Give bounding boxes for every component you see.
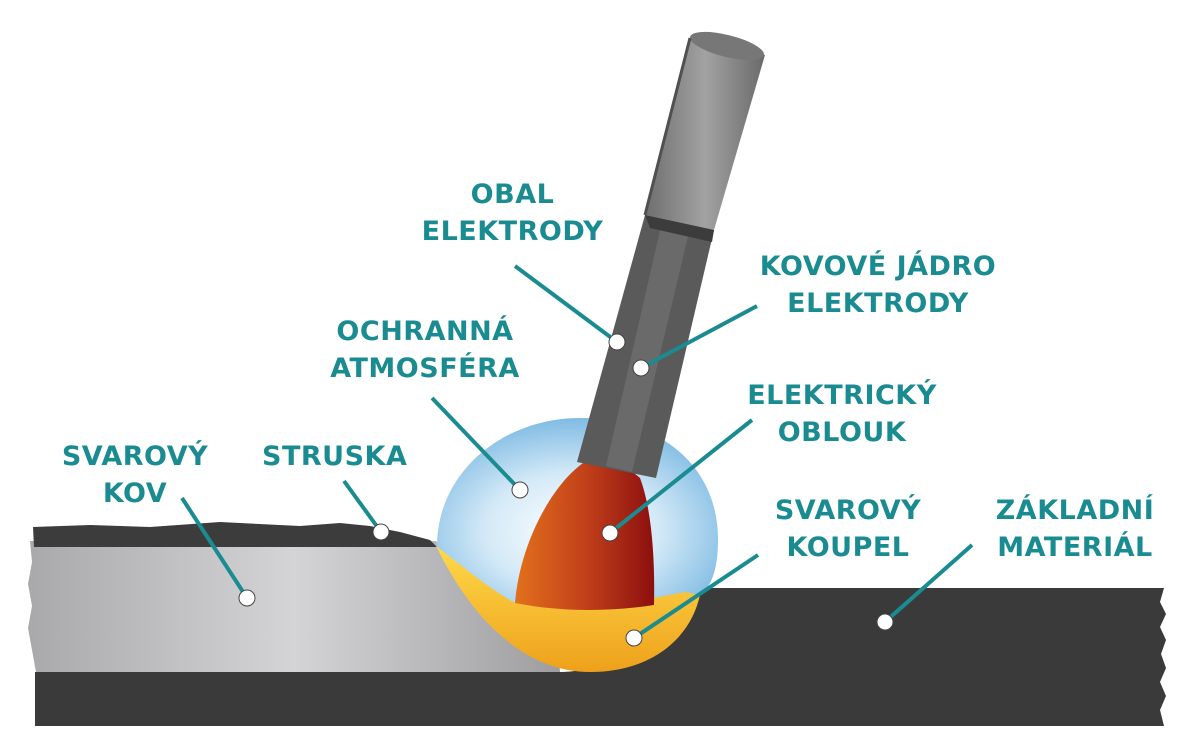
leader-atmosfera [430, 396, 522, 492]
dot-obal [608, 333, 626, 351]
electrode-coating-cap [645, 215, 714, 242]
dot-material [876, 613, 894, 631]
dot-svarovy-kov [238, 589, 256, 607]
leader-lines [180, 264, 974, 640]
label-struska: STRUSKA [262, 441, 408, 472]
dot-oblouk [601, 524, 619, 542]
slag [33, 522, 437, 547]
electric-arc [515, 458, 655, 611]
electrode-core-rod [645, 38, 765, 230]
leader-jadro [640, 304, 758, 370]
leader-koupel [632, 553, 760, 640]
leader-svarovy-kov [180, 496, 249, 600]
electrode-rod-top [690, 31, 764, 61]
dot-struska [372, 523, 390, 541]
leader-material [883, 543, 974, 624]
electrode-rod-edge [643, 37, 692, 216]
dot-jadro [632, 359, 650, 377]
dot-koupel [625, 629, 643, 647]
leader-oblouk [608, 418, 754, 535]
leader-obal [513, 264, 619, 344]
leader-dots [238, 333, 894, 647]
weld-metal [28, 541, 560, 672]
leader-struska [342, 479, 383, 534]
dot-atmosfera [511, 481, 529, 499]
electrode-coating-highlight [606, 222, 690, 472]
